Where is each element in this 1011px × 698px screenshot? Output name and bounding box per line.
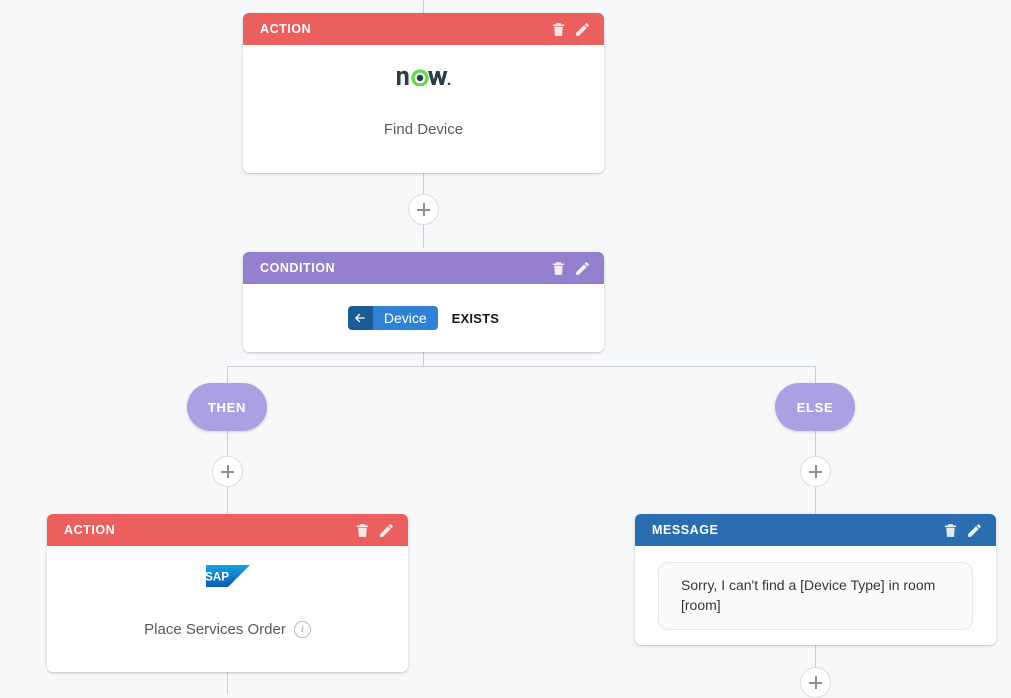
arrow-left-icon[interactable]	[347, 306, 373, 330]
connector-branch-bar	[227, 366, 816, 367]
pencil-icon[interactable]	[574, 260, 591, 277]
connector-action-to-add	[423, 173, 424, 195]
trash-icon[interactable]	[354, 522, 371, 539]
node-type-label: CONDITION	[260, 261, 336, 275]
node-header-actions	[354, 522, 395, 539]
add-step-button-after-message[interactable]	[800, 667, 831, 698]
condition-variable-label: Device	[372, 306, 438, 330]
connector-else-to-add	[815, 431, 816, 456]
node-header-action: ACTION	[243, 13, 604, 45]
node-body-condition: Device EXISTS	[243, 284, 604, 330]
connector-branch-else-drop	[815, 366, 816, 383]
node-body-message: Sorry, I can't find a [Device Type] in r…	[635, 562, 996, 630]
node-body-place-services-order: SAP Place Services Order i	[47, 546, 408, 652]
connector-top	[423, 0, 424, 14]
trash-icon[interactable]	[942, 522, 959, 539]
condition-expression: Device EXISTS	[243, 284, 604, 330]
add-step-button-then-branch[interactable]	[212, 456, 243, 487]
connector-add-to-condition	[423, 225, 424, 248]
pencil-icon[interactable]	[574, 21, 591, 38]
sap-logo: SAP	[47, 546, 408, 606]
node-header-actions	[550, 21, 591, 38]
connector-then-action-down	[227, 672, 228, 694]
connector-else-add-to-message	[815, 487, 816, 514]
trash-icon[interactable]	[550, 260, 567, 277]
connector-then-add-to-action	[227, 487, 228, 514]
node-card-place-services-order[interactable]: ACTION	[47, 514, 408, 672]
connector-condition-to-branchbar	[423, 352, 424, 366]
node-title-row: Place Services Order i	[47, 606, 408, 652]
node-card-device-exists[interactable]: CONDITION	[243, 252, 604, 352]
condition-operator: EXISTS	[451, 310, 500, 326]
node-header-message: MESSAGE	[635, 514, 996, 546]
branch-pill-then[interactable]: THEN	[187, 383, 267, 431]
trash-icon[interactable]	[550, 21, 567, 38]
node-type-label: ACTION	[260, 22, 312, 36]
node-type-label: MESSAGE	[652, 523, 719, 537]
node-card-find-device[interactable]: ACTION	[243, 13, 604, 173]
node-header-actions	[942, 522, 983, 539]
svg-text:SAP: SAP	[206, 570, 229, 583]
node-card-not-found-message[interactable]: MESSAGE Sorry, I can't find a [Device Ty…	[635, 514, 996, 645]
node-title: Place Services Order	[144, 620, 286, 638]
node-header-condition: CONDITION	[243, 252, 604, 284]
connector-then-to-add	[227, 431, 228, 456]
branch-pill-else[interactable]: ELSE	[775, 383, 855, 431]
connector-else-message-to-add	[815, 645, 816, 667]
branch-else-label: ELSE	[796, 399, 834, 415]
node-body-find-device: Find Device	[243, 45, 604, 153]
condition-variable-chip[interactable]: Device	[347, 306, 438, 330]
node-header-actions	[550, 260, 591, 277]
servicenow-now-logo	[243, 45, 604, 105]
message-text-input[interactable]: Sorry, I can't find a [Device Type] in r…	[658, 562, 973, 630]
node-type-label: ACTION	[64, 523, 116, 537]
node-title: Find Device	[383, 120, 464, 138]
add-step-button-else-branch[interactable]	[800, 456, 831, 487]
add-step-button-after-find-device[interactable]	[408, 194, 439, 225]
pencil-icon[interactable]	[378, 522, 395, 539]
branch-then-label: THEN	[207, 399, 247, 415]
connector-branch-then-drop	[227, 366, 228, 383]
node-header-action: ACTION	[47, 514, 408, 546]
info-icon[interactable]: i	[293, 620, 311, 638]
pencil-icon[interactable]	[966, 522, 983, 539]
